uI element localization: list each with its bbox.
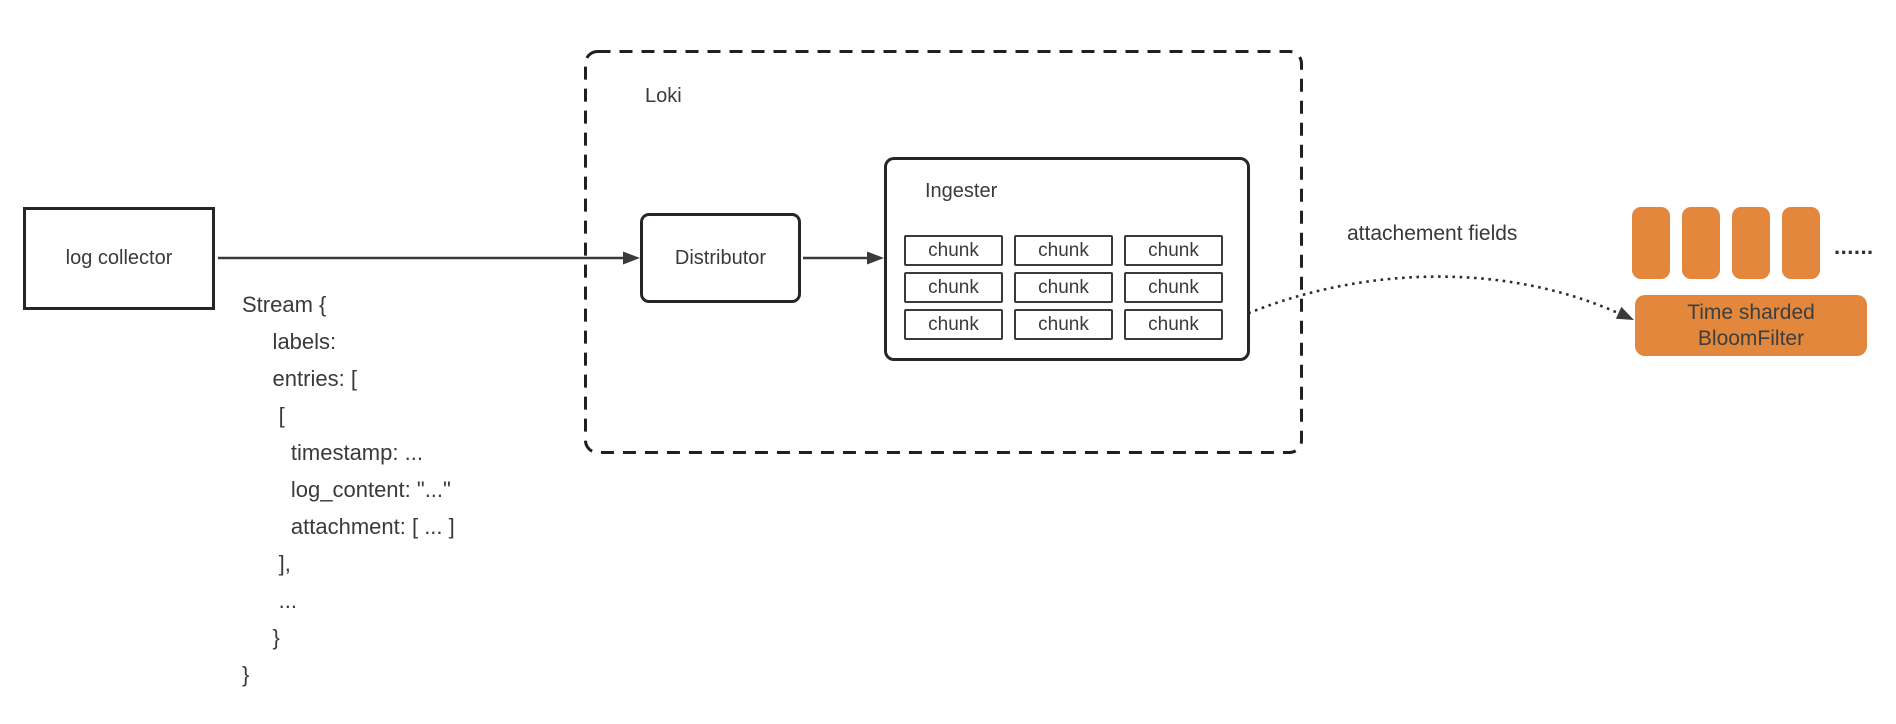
bloom-shard-bar xyxy=(1732,207,1770,279)
stream-line: labels: xyxy=(242,329,337,354)
chunk-box: chunk xyxy=(904,272,1003,303)
stream-line: } xyxy=(242,625,280,650)
chunk-box: chunk xyxy=(904,235,1003,266)
stream-line: ], xyxy=(242,551,291,576)
chunk-box: chunk xyxy=(1014,309,1113,340)
bloomfilter-label-line1: Time sharded xyxy=(1687,300,1815,324)
stream-line: attachment: [ ... ] xyxy=(242,514,455,539)
ingester-node: Ingester chunk chunk chunk chunk chunk c… xyxy=(884,157,1250,361)
shards-ellipsis: ...... xyxy=(1834,234,1874,259)
dotted-arrow-chunk-to-bloomfilter xyxy=(1221,275,1634,327)
loki-label: Loki xyxy=(645,85,682,107)
chunk-grid: chunk chunk chunk chunk chunk chunk chun… xyxy=(904,235,1223,340)
log-collector-label: log collector xyxy=(65,247,173,269)
chunk-box: chunk xyxy=(1124,309,1223,340)
attachment-fields-label: attachement fields xyxy=(1347,222,1518,245)
distributor-label: Distributor xyxy=(674,246,767,269)
stream-line: ... xyxy=(242,588,298,613)
stream-line: } xyxy=(242,662,250,687)
bloom-shard-bars xyxy=(1632,207,1820,279)
chunk-box: chunk xyxy=(904,309,1003,340)
chunk-box: chunk xyxy=(1014,235,1113,266)
arrow-distributor-to-ingester xyxy=(803,251,884,265)
stream-line: entries: [ xyxy=(242,366,357,391)
stream-line: log_content: "..." xyxy=(242,477,451,502)
chunk-box: chunk xyxy=(1124,235,1223,266)
chunk-box: chunk xyxy=(1014,272,1113,303)
arrow-logcollector-to-distributor xyxy=(218,251,640,265)
stream-line: Stream { xyxy=(242,292,327,317)
distributor-node: Distributor xyxy=(640,213,801,303)
bloomfilter-label-line2: BloomFilter xyxy=(1697,326,1805,350)
bloom-shard-bar xyxy=(1682,207,1720,279)
bloom-shard-bar xyxy=(1632,207,1670,279)
bloomfilter-node: Time sharded BloomFilter xyxy=(1635,295,1867,356)
bloom-shard-bar xyxy=(1782,207,1820,279)
chunk-box: chunk xyxy=(1124,272,1223,303)
ingester-label: Ingester xyxy=(925,180,998,202)
stream-struct-annotation: Stream { labels: entries: [ [ timestamp:… xyxy=(242,286,455,693)
stream-line: timestamp: ... xyxy=(242,440,423,465)
stream-line: [ xyxy=(242,403,285,428)
log-collector-node: log collector xyxy=(23,207,215,310)
